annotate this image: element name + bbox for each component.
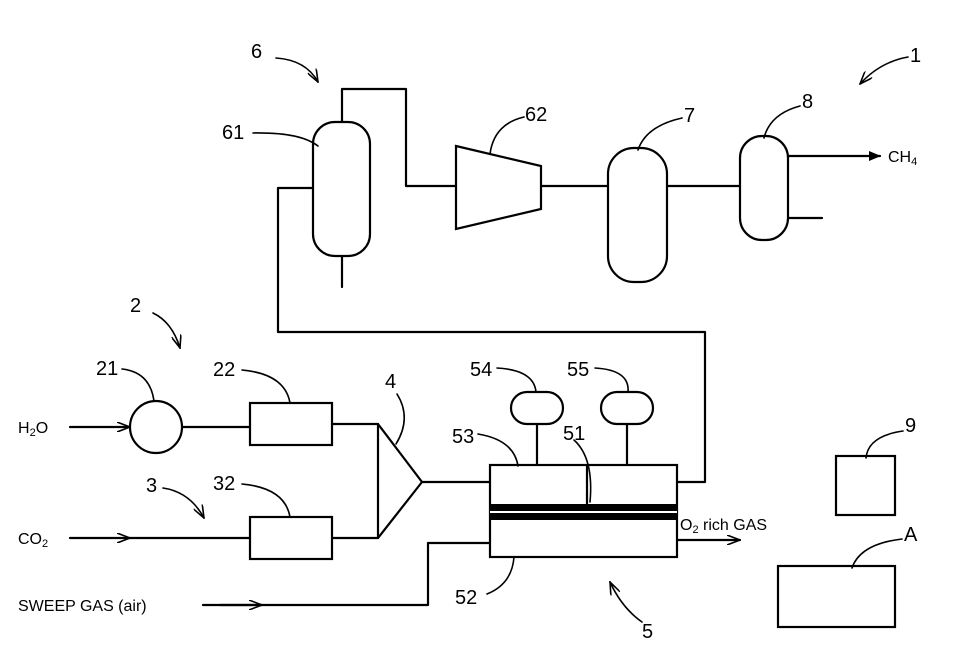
ref-6: 6 [251,41,262,63]
leader-1 [860,57,908,84]
ref-51: 51 [563,423,585,445]
leader-54 [497,368,536,392]
sensor-54 [511,392,563,424]
ref-62: 62 [525,104,547,126]
leader-55 [595,368,628,392]
ref-54: 54 [470,359,492,381]
mixer-4 [378,424,422,538]
leader-62 [490,117,524,154]
ref-32: 32 [213,473,235,495]
condenser-61 [313,122,370,256]
leader-7 [638,118,682,150]
sweep-gas-line [203,543,490,605]
leader-3 [163,488,204,518]
heater-32 [250,517,332,559]
leader-a [852,539,902,568]
sweep-gas-label: SWEEP GAS (air) [18,598,147,615]
ref-53: 53 [452,426,474,448]
leader-53 [478,434,518,466]
leader-22 [242,370,290,403]
ref-9: 9 [905,415,916,437]
ref-52: 52 [455,587,477,609]
leader-6 [276,58,318,82]
leader-4 [396,394,404,444]
leader-32 [242,484,290,517]
ref-2: 2 [130,295,141,317]
ref-55: 55 [567,359,589,381]
compressor-62 [456,146,541,229]
ref-21: 21 [96,358,118,380]
sensor-55 [601,392,653,424]
ref-61: 61 [222,122,244,144]
ref-8: 8 [802,91,813,113]
heater-22 [250,403,332,445]
leader-21 [122,369,154,401]
controller-9 [836,456,895,515]
separator-8 [740,136,788,240]
co2-label: CO2 [18,531,48,550]
ref-a: A [904,524,918,546]
h2o-label: H2O [18,420,48,439]
leader-61 [253,133,318,146]
ref-5: 5 [642,621,653,643]
ref-3: 3 [146,475,157,497]
leader-52 [487,557,514,594]
ref-4: 4 [385,371,396,393]
leader-2 [153,313,180,348]
ref-1: 1 [910,45,921,67]
pump-21 [130,401,182,453]
equipment [130,122,895,627]
reactor-7 [608,148,667,282]
ch4-label: CH4 [888,149,917,168]
leader-5 [610,582,642,622]
leader-8 [764,106,800,138]
ref-7: 7 [684,105,695,127]
device-a [778,566,895,627]
o2-rich-gas-label: O2 rich GAS [680,517,767,536]
ref-22: 22 [213,359,235,381]
leader-9 [866,431,903,458]
